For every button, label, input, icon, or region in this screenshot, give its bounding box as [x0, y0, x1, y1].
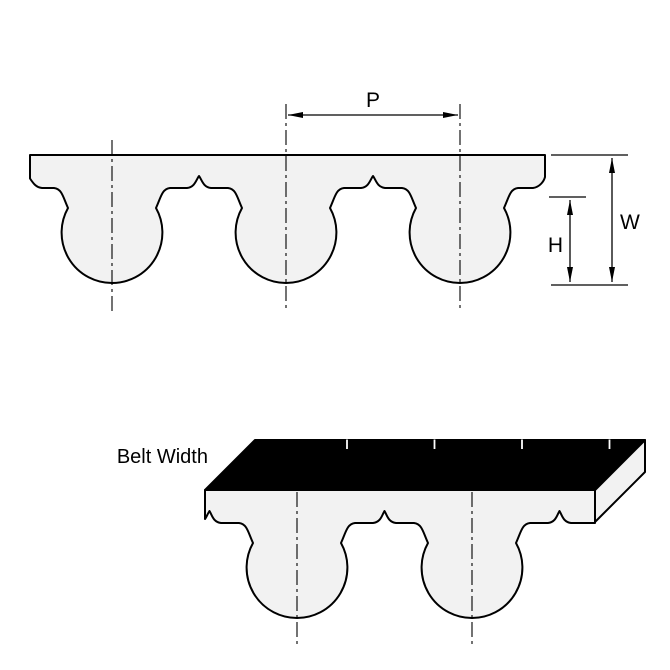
belt-height-label: W [620, 211, 640, 234]
pitch-label: P [366, 89, 380, 112]
belt-top-face [204, 439, 646, 491]
belt-cross-section-figure: P W H [29, 89, 640, 312]
belt-width-label: Belt Width [117, 446, 208, 468]
belt-cross-section-profile [29, 154, 546, 284]
belt-width-arrow [214, 446, 251, 487]
belt-perspective-figure: Belt Width [117, 439, 646, 648]
belt-front-profile [204, 489, 596, 619]
tooth-height-label: H [548, 234, 563, 257]
